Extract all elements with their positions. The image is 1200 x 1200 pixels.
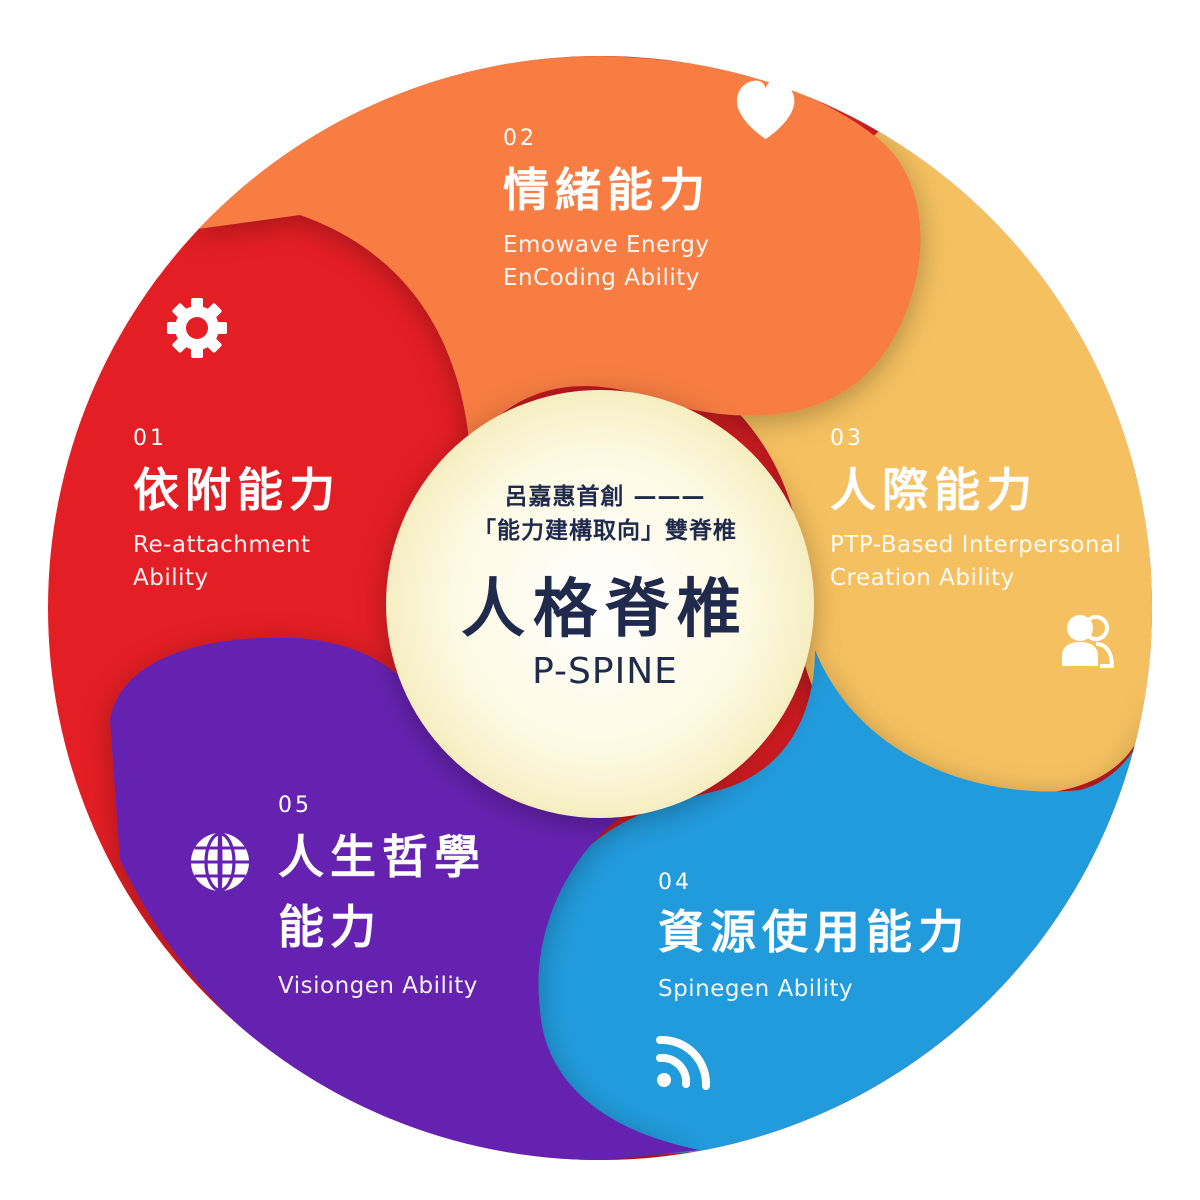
segment-05-label: 05 人生哲學 能力 Visiongen Ability <box>278 793 486 1003</box>
segment-03-number: 03 <box>830 426 864 451</box>
gear-icon <box>167 298 227 358</box>
segment-04-shape <box>538 650 1152 1160</box>
users-icon <box>1062 615 1115 668</box>
segment-02-label: 02 情緒能力 Emowave Energy EnCoding Ability <box>503 126 711 295</box>
segment-05-title-line1: 人生哲學 <box>278 830 486 884</box>
segment-05-title-line2: 能力 <box>278 900 382 954</box>
segment-02-en-line2: EnCoding Ability <box>503 265 700 291</box>
segment-02-number: 02 <box>503 126 537 151</box>
segment-02-en-line1: Emowave Energy <box>503 232 710 258</box>
segment-05-en-line1: Visiongen Ability <box>278 973 478 999</box>
segment-03-en-line1: PTP-Based Interpersonal <box>830 532 1122 558</box>
segment-04-number: 04 <box>658 870 692 895</box>
center-line2: 「能力建構取向」雙脊椎 <box>473 518 737 544</box>
segment-02-title: 情緒能力 <box>503 163 711 217</box>
heart-icon <box>736 80 795 140</box>
center-label: 呂嘉惠首創 ——— 「能力建構取向」雙脊椎 人格脊椎 P-SPINE <box>388 392 822 816</box>
segment-03-title: 人際能力 <box>830 463 1038 517</box>
segment-01-en-line2: Ability <box>133 565 209 591</box>
center-english: P-SPINE <box>532 651 678 692</box>
segment-03-en-line2: Creation Ability <box>830 565 1015 591</box>
segment-02-shape <box>190 56 921 450</box>
segment-05-number: 05 <box>278 793 312 818</box>
segment-03-label: 03 人際能力 PTP-Based Interpersonal Creation… <box>830 426 1122 595</box>
segment-01-en-line1: Re-attachment <box>133 532 311 558</box>
segment-01-label: 01 依附能力 Re-attachment Ability <box>133 426 341 595</box>
center-circle <box>386 390 814 818</box>
segment-04-label: 04 資源使用能力 Spinegen Ability <box>658 870 970 1006</box>
segment-01-title: 依附能力 <box>133 463 341 517</box>
segment-05-shape <box>110 637 700 1160</box>
segment-01-number: 01 <box>133 426 167 451</box>
globe-icon <box>191 832 249 892</box>
segment-04-title: 資源使用能力 <box>658 905 970 959</box>
center-line1: 呂嘉惠首創 ——— <box>504 484 706 510</box>
center-title: 人格脊椎 <box>461 573 749 647</box>
rss-icon <box>656 1035 711 1090</box>
segment-04-en-line1: Spinegen Ability <box>658 976 854 1002</box>
